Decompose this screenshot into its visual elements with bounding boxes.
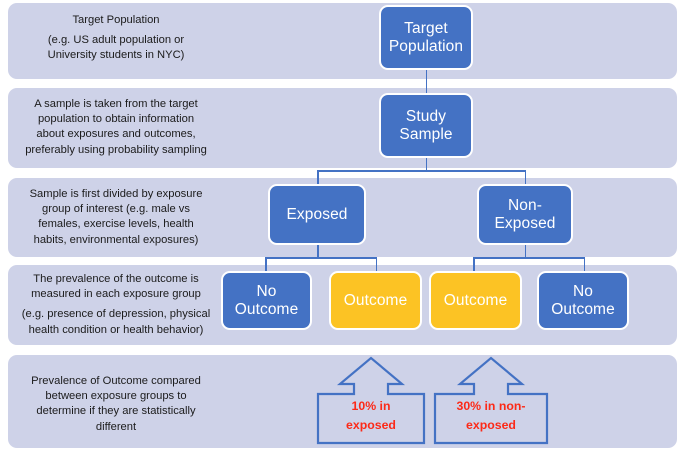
- callout-non-exposed[interactable]: 30% in non- exposed: [433, 355, 549, 445]
- node-non-exposed[interactable]: Non- Exposed: [477, 184, 573, 245]
- node-non-exposed-outcome[interactable]: Outcome: [429, 271, 522, 330]
- band-text-line: (e.g. presence of depression, physical: [21, 308, 211, 321]
- node-label-line: Non-: [508, 196, 542, 214]
- band-text-line: different: [95, 420, 137, 433]
- node-label-line: Population: [388, 37, 464, 55]
- band-text-line: Target Population: [72, 14, 160, 26]
- band-text-study-sample: A sample is taken from the target popula…: [10, 97, 222, 158]
- connector-sample-stem: [425, 158, 428, 171]
- band-text-line: group of interest (e.g. male vs: [42, 203, 190, 216]
- connector-sample-crossbar: [317, 170, 526, 172]
- node-label-line: Outcome: [343, 291, 408, 309]
- node-label-line: Study: [405, 107, 447, 125]
- node-label-line: Exposed: [494, 214, 556, 232]
- node-study-sample[interactable]: Study Sample: [379, 93, 473, 158]
- connector-exposed-to-outcome: [375, 257, 378, 271]
- band-text-line: between exposure groups to: [45, 390, 187, 403]
- callout-label-line: exposed: [346, 418, 396, 432]
- node-exposed-no-outcome[interactable]: No Outcome: [221, 271, 312, 330]
- node-label-line: Exposed: [286, 205, 348, 223]
- up-arrow-callout-shape: [316, 356, 426, 445]
- band-text-line: A sample is taken from the target: [34, 98, 198, 110]
- connector-exposed-to-no-outcome: [265, 257, 267, 271]
- callout-label-line: 10% in: [351, 399, 391, 413]
- band-text-outcome-prevalence: The prevalence of the outcome is measure…: [10, 272, 222, 338]
- connector-target-to-sample: [425, 70, 428, 96]
- band-text-exposure-groups: Sample is first divided by exposure grou…: [10, 187, 222, 248]
- node-label-line: Outcome: [443, 291, 508, 309]
- callout-label-line: 30% in non-: [456, 399, 526, 413]
- band-text-line: determine if they are statistically: [36, 405, 196, 418]
- band-target-population: [8, 3, 677, 79]
- connector-non-exposed-to-no-outcome: [583, 257, 586, 271]
- connector-to-exposed: [317, 170, 319, 184]
- band-text-line: about exposures and outcomes,: [36, 128, 196, 141]
- connector-exposed-crossbar: [265, 257, 377, 259]
- band-text-line: females, exercise levels, health: [38, 218, 194, 231]
- node-non-exposed-no-outcome[interactable]: No Outcome: [537, 271, 629, 330]
- up-arrow-callout-shape: [433, 356, 549, 445]
- callout-label-exposed: 10% in exposed: [316, 397, 426, 435]
- band-text-line: habits, environmental exposures): [33, 233, 199, 246]
- band-text-line: population to obtain information: [37, 113, 195, 126]
- connector-non-exposed-stem: [524, 245, 527, 258]
- callout-exposed[interactable]: 10% in exposed: [316, 355, 426, 445]
- band-text-line: preferably using probability sampling: [25, 143, 207, 156]
- band-comparison: [8, 355, 677, 448]
- node-label-line: Sample: [399, 125, 453, 143]
- connector-exposed-stem: [317, 245, 319, 258]
- node-label-line: No: [572, 282, 593, 300]
- node-label-line: Outcome: [551, 300, 615, 318]
- band-text-target-population: Target Population (e.g. US adult populat…: [10, 13, 222, 64]
- band-text-line: Sample is first divided by exposure: [29, 188, 203, 200]
- connector-non-exposed-crossbar: [473, 257, 585, 259]
- node-exposed-outcome[interactable]: Outcome: [329, 271, 422, 330]
- connector-non-exposed-to-outcome: [473, 257, 475, 271]
- band-text-line: Prevalence of Outcome compared: [31, 375, 201, 387]
- node-exposed[interactable]: Exposed: [268, 184, 366, 245]
- band-text-line: (e.g. US adult population or: [47, 34, 185, 47]
- band-text-comparison: Prevalence of Outcome compared between e…: [10, 374, 222, 435]
- node-label-line: Outcome: [234, 300, 299, 318]
- node-label-line: Target: [404, 19, 448, 37]
- node-label-line: No: [256, 282, 277, 300]
- band-text-line: measured in each exposure group: [31, 288, 201, 301]
- node-target-population[interactable]: Target Population: [379, 5, 473, 70]
- callout-label-line: exposed: [466, 418, 516, 432]
- connector-to-non-exposed: [524, 170, 527, 184]
- band-study-sample: [8, 88, 677, 168]
- callout-label-non-exposed: 30% in non- exposed: [433, 397, 549, 435]
- band-text-line: University students in NYC): [47, 49, 185, 62]
- band-text-line: The prevalence of the outcome is: [33, 273, 199, 285]
- band-text-line: health condition or health behavior): [28, 323, 204, 336]
